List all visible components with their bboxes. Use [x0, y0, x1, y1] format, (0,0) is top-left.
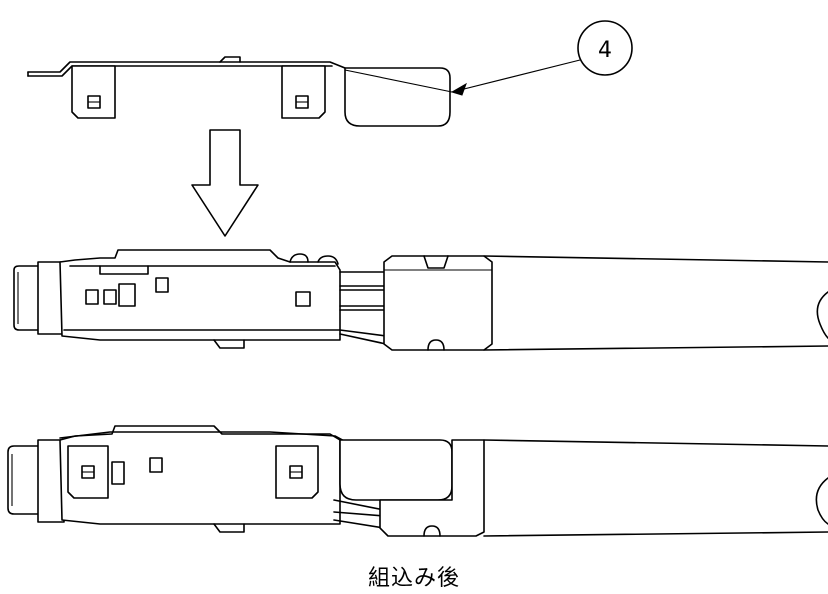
cover-slot-right — [296, 96, 308, 108]
assembled-slot-right — [290, 466, 302, 478]
assembled-caption: 組込み後 — [367, 566, 460, 591]
connector-after-assembly — [8, 426, 828, 536]
callout-bubble: 4 — [345, 21, 632, 95]
assembled-slot-left — [82, 466, 94, 478]
cover-part-4 — [28, 57, 450, 126]
cover-slot-left — [88, 96, 100, 108]
connector-before-assembly — [14, 250, 828, 350]
callout-number: 4 — [598, 38, 612, 63]
down-arrow-icon — [192, 130, 258, 236]
